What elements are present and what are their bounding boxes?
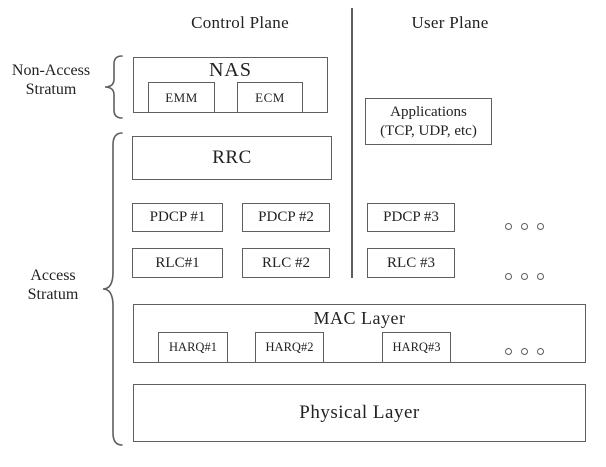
harq2-label: HARQ#2 [265,340,314,354]
dot-icon [505,273,512,280]
non-access-stratum-line2: Stratum [25,81,77,98]
dot-icon [537,273,544,280]
plane-divider-line [351,8,353,278]
pdcp2-box: PDCP #2 [242,203,330,232]
physical-layer-box: Physical Layer [133,384,586,442]
rrc-box: RRC [132,136,332,180]
harq3-box: HARQ#3 [382,332,451,363]
nas-label: NAS [208,59,252,81]
emm-box: EMM [148,82,215,113]
user-plane-header: User Plane [411,13,489,32]
dot-icon [505,348,512,355]
non-access-stratum-line1: Non-Access [11,62,91,79]
pdcp3-label: PDCP #3 [383,209,439,225]
rlc3-box: RLC #3 [367,248,455,278]
harq1-box: HARQ#1 [158,332,228,363]
rrc-label: RRC [212,147,252,168]
ecm-label: ECM [255,89,285,105]
access-stratum-label: Access Stratum [0,266,106,304]
ecm-box: ECM [237,82,303,113]
pdcp1-box: PDCP #1 [132,203,223,232]
pdcp2-label: PDCP #2 [258,209,314,225]
dot-icon [537,348,544,355]
dot-icon [521,348,528,355]
rlc2-label: RLC #2 [262,254,310,271]
non-access-stratum-label: Non-Access Stratum [0,61,102,99]
dot-icon [505,223,512,230]
control-plane-header: Control Plane [191,13,289,32]
rlc1-label: RLC#1 [155,254,200,271]
access-stratum-line2: Stratum [27,286,79,303]
access-stratum-line1: Access [30,267,76,284]
pdcp3-box: PDCP #3 [367,203,455,232]
physical-layer-label: Physical Layer [299,402,420,423]
pdcp1-label: PDCP #1 [149,209,206,225]
dot-icon [537,223,544,230]
applications-label-line2: (TCP, UDP, etc) [380,122,477,139]
rlc3-label: RLC #3 [387,254,435,271]
continuation-dots-icon [505,223,544,230]
rlc2-box: RLC #2 [242,248,330,278]
harq2-box: HARQ#2 [255,332,324,363]
dot-icon [521,223,528,230]
continuation-dots-icon [505,348,544,355]
harq1-label: HARQ#1 [169,340,217,354]
rlc1-box: RLC#1 [132,248,223,278]
continuation-dots-icon [505,273,544,280]
mac-layer-label: MAC Layer [313,308,406,328]
applications-label-line1: Applications [390,103,467,120]
applications-box: Applications (TCP, UDP, etc) [365,98,492,145]
left-brace-icon [102,132,123,446]
dot-icon [521,273,528,280]
emm-label: EMM [165,89,198,105]
left-brace-icon [104,55,123,119]
harq3-label: HARQ#3 [392,340,441,354]
